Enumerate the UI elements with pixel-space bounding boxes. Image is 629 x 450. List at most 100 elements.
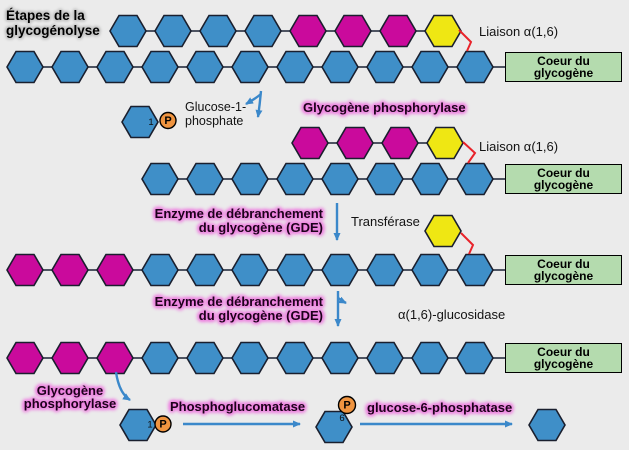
alpha16-bond-transferred: [460, 232, 475, 255]
hexagon-blue: [186, 341, 224, 375]
hexagon-magenta: [379, 14, 417, 48]
glycogen-phosphorylase-label-1: Glycogène phosphorylase: [303, 100, 466, 115]
title-line-1: Étapes de la: [6, 8, 85, 23]
glycogen-core-box-4: Coeur du glycogène: [505, 343, 622, 373]
glucose-chains-layer: [6, 14, 566, 444]
chain-glucose-1-phosphate-released: [121, 105, 159, 139]
phosphoglucomutase-label: Phosphoglucomatase: [170, 399, 306, 414]
chain-chain-d: [6, 341, 507, 375]
hexagon-blue: [276, 50, 314, 84]
hexagon-blue: [411, 162, 449, 196]
hexagon-blue: [141, 253, 179, 287]
hexagon-blue: [231, 162, 269, 196]
liaison-alpha16-label-top: Liaison α(1,6): [479, 24, 559, 39]
hexagon-blue: [276, 253, 314, 287]
hexagon-blue: [315, 410, 353, 444]
phosphate-symbol: P: [159, 419, 166, 431]
chain-chain-c: [6, 253, 507, 287]
glycogen-core-box-3: Coeur du glycogène: [505, 255, 622, 285]
chain-branch-b: [291, 126, 464, 160]
hexagon-magenta: [334, 14, 372, 48]
chain-branch-a: [109, 14, 462, 48]
flow-arrow-phosphorylase: [255, 90, 263, 118]
hexagon-blue: [456, 253, 494, 287]
hexagon-magenta: [96, 253, 134, 287]
chain-transferred-glucose: [424, 214, 462, 248]
hexagon-blue: [321, 341, 359, 375]
hexagon-magenta: [336, 126, 374, 160]
hexagon-blue: [186, 162, 224, 196]
phosphate-group-g6p: P: [337, 395, 357, 415]
hexagon-blue: [231, 50, 269, 84]
hexagon-magenta: [289, 14, 327, 48]
hexagon-blue: [121, 105, 159, 139]
phosphate-symbol: P: [164, 115, 171, 127]
hexagon-magenta: [381, 126, 419, 160]
hexagon-blue: [366, 253, 404, 287]
chain-glucose-6-phosphate: [315, 410, 353, 444]
hexagon-yellow: [424, 14, 462, 48]
alpha16-bond-middle: [462, 141, 477, 164]
phosphate-symbol: P: [343, 400, 350, 412]
phosphate-circle: [337, 395, 357, 415]
flow-arrow-phosphorylase-2: [114, 371, 131, 402]
hexagon-blue: [231, 341, 269, 375]
alpha16-glucosidase-label: α(1,6)-glucosidase: [398, 307, 506, 322]
chain-main-b: [141, 162, 507, 196]
hexagon-blue: [411, 341, 449, 375]
branch-arrow-free-glucose: [337, 296, 347, 305]
hexagon-blue: [199, 14, 237, 48]
glycogen-core-box-1: Coeur du glycogène: [505, 52, 622, 82]
carbon-1-number-bottom: 1: [147, 420, 152, 431]
alpha16-bond-top: [458, 29, 473, 52]
hexagon-blue: [154, 14, 192, 48]
carbon-6-number: 6: [339, 413, 344, 424]
hexagon-blue: [366, 341, 404, 375]
hexagon-blue: [186, 50, 224, 84]
phosphate-circle: [159, 111, 177, 130]
diagram-title: Étapes de la glycogénolyse: [6, 8, 100, 38]
branch-arrow-glucose1p: [245, 93, 262, 106]
transferase-label: Transférase: [351, 214, 420, 229]
hexagon-blue: [51, 50, 89, 84]
glycogen-phosphorylase-label-2: Glycogène phosphorylase: [23, 383, 117, 411]
hexagon-blue: [96, 50, 134, 84]
hexagon-blue: [244, 14, 282, 48]
hexagon-blue: [186, 253, 224, 287]
hexagon-yellow: [424, 214, 462, 248]
hexagon-blue: [276, 341, 314, 375]
carbon-1-number-top: 1: [148, 117, 153, 128]
hexagon-blue: [456, 162, 494, 196]
hexagon-magenta: [51, 253, 89, 287]
glucose-6-phosphatase-label: glucose-6-phosphatase: [367, 400, 513, 415]
hexagon-blue: [321, 50, 359, 84]
hexagon-blue: [456, 50, 494, 84]
title-line-2: glycogénolyse: [6, 23, 100, 38]
debranching-enzyme-label-1: Enzyme de débranchement du glycogène (GD…: [154, 206, 323, 235]
phosphate-group-g1p-bottom: P: [154, 415, 172, 433]
hexagon-blue: [528, 408, 566, 442]
glucose-1-phosphate-label: Glucose-1- phosphate: [185, 100, 247, 128]
glycogen-core-box-2: Coeur du glycogène: [505, 164, 622, 194]
hexagon-blue: [6, 50, 44, 84]
hexagon-magenta: [6, 253, 44, 287]
hexagon-blue: [141, 341, 179, 375]
hexagon-magenta: [51, 341, 89, 375]
hexagon-blue: [141, 162, 179, 196]
hexagon-blue: [411, 50, 449, 84]
hexagon-blue: [276, 162, 314, 196]
hexagon-blue: [321, 253, 359, 287]
hexagon-blue: [109, 14, 147, 48]
hexagon-blue: [231, 253, 269, 287]
hexagon-blue: [141, 50, 179, 84]
debranching-enzyme-label-2: Enzyme de débranchement du glycogène (GD…: [154, 294, 323, 323]
hexagon-blue: [411, 253, 449, 287]
hexagon-magenta: [6, 341, 44, 375]
chain-free-glucose: [528, 408, 566, 442]
hexagon-blue: [366, 50, 404, 84]
hexagon-blue: [321, 162, 359, 196]
chain-main-a: [6, 50, 507, 84]
hexagon-yellow: [426, 126, 464, 160]
